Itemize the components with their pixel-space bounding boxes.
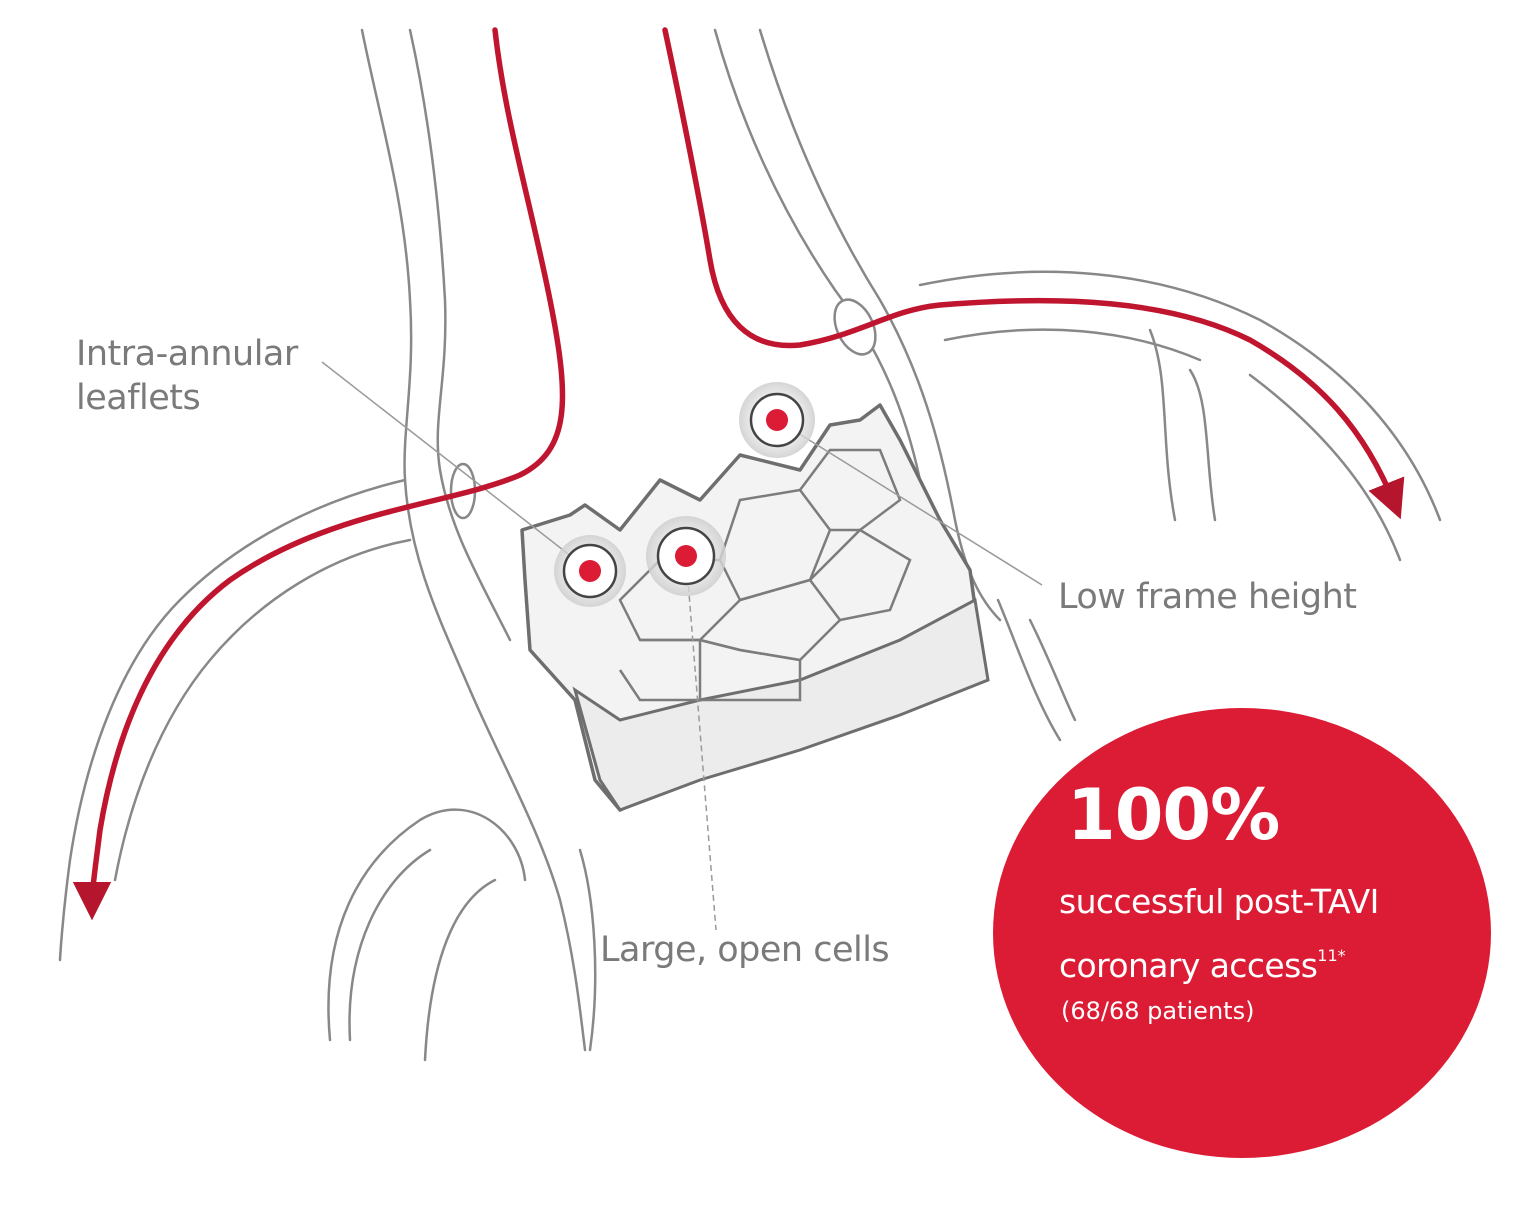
right-flow-path (662, 27, 1405, 520)
markers (554, 382, 815, 607)
flow-arrows (72, 27, 1405, 921)
vessel-outlines (58, 28, 1442, 1062)
stat-note: (68/68 patients) (1061, 997, 1255, 1025)
stat-desc-line-2: coronary access11* (1059, 929, 1379, 993)
label-leaflets-line-1: Intra-annular (76, 334, 298, 374)
label-intra-annular-leaflets: Intra-annular leaflets (76, 332, 298, 420)
stat-desc-line-2-text: coronary access (1059, 946, 1318, 985)
stat-badge: 100% successful post-TAVI coronary acces… (993, 708, 1491, 1158)
stat-value: 100% (1067, 774, 1280, 856)
stat-desc-line-1: successful post-TAVI (1059, 882, 1379, 921)
label-leaflets-line-2: leaflets (76, 378, 201, 418)
marker-leaflets (554, 535, 626, 607)
central-flow-path (72, 27, 566, 921)
leader-lines (321, 361, 1043, 931)
marker-cells (646, 516, 726, 596)
stat-footnote: 11* (1317, 946, 1346, 965)
valve-frame (520, 403, 990, 812)
marker-frame (739, 382, 815, 458)
stat-description: successful post-TAVI coronary access11* (1059, 875, 1379, 993)
label-low-frame-height: Low frame height (1058, 577, 1357, 617)
label-large-open-cells: Large, open cells (600, 930, 890, 970)
